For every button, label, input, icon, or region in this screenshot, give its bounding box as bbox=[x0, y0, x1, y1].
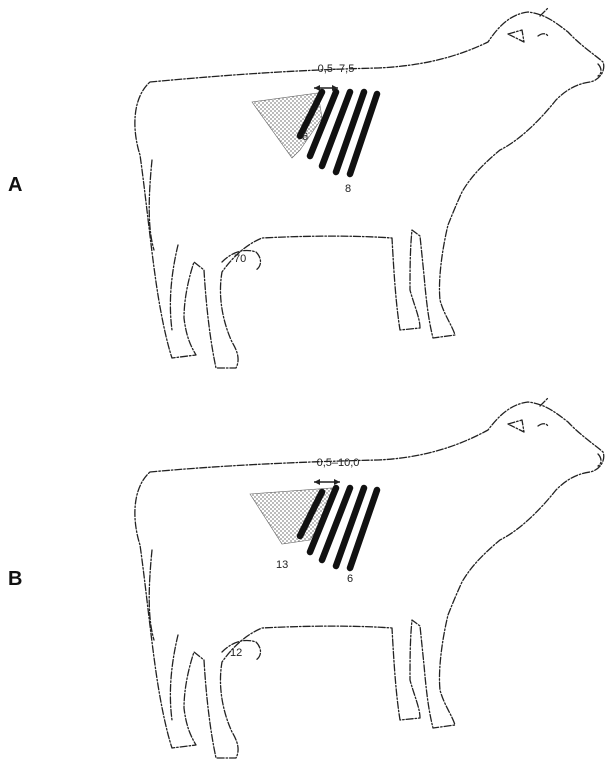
rib-label-upper: 13 bbox=[276, 559, 288, 571]
panel-a: A 0,5–7,5 6 8 70 bbox=[0, 0, 608, 382]
rib-label-lower: 6 bbox=[347, 573, 353, 585]
spine-label: 0,5–7,5 bbox=[318, 63, 355, 75]
rib-label-upper: 6 bbox=[302, 131, 308, 143]
cow-eye bbox=[538, 34, 548, 36]
cow-body-outline bbox=[135, 12, 604, 368]
spine-arrow-head-right bbox=[334, 479, 340, 485]
cow-horn bbox=[540, 398, 548, 406]
rear-label: 70 bbox=[234, 253, 246, 265]
cow-body-outline bbox=[135, 402, 604, 758]
cow-foreleg-inner bbox=[170, 635, 178, 720]
cow-ear bbox=[508, 30, 524, 42]
rib-stripe bbox=[336, 488, 364, 566]
spine-arrow-head-left bbox=[314, 85, 320, 91]
rear-label: 12 bbox=[230, 647, 242, 659]
cow-ear bbox=[508, 420, 524, 432]
rib-stripe bbox=[350, 490, 377, 568]
cow-eye bbox=[538, 424, 548, 426]
cow-foreleg-inner bbox=[170, 245, 178, 330]
cow-diagram-b: 0,5–10,0 13 6 12 bbox=[0, 382, 608, 763]
rib-stripe bbox=[336, 92, 364, 172]
rib-stripe bbox=[350, 94, 377, 174]
cow-muzzle bbox=[598, 454, 601, 466]
rib-label-lower: 8 bbox=[345, 183, 351, 195]
spine-arrow-head-left bbox=[314, 479, 320, 485]
spine-label: 0,5–10,0 bbox=[317, 457, 360, 469]
rib-stripe bbox=[322, 92, 350, 166]
cow-horn bbox=[540, 8, 548, 16]
cow-diagram-a: 0,5–7,5 6 8 70 bbox=[0, 0, 608, 382]
panel-b: B 0,5–10,0 13 6 12 bbox=[0, 382, 608, 763]
cow-muzzle bbox=[598, 64, 601, 76]
